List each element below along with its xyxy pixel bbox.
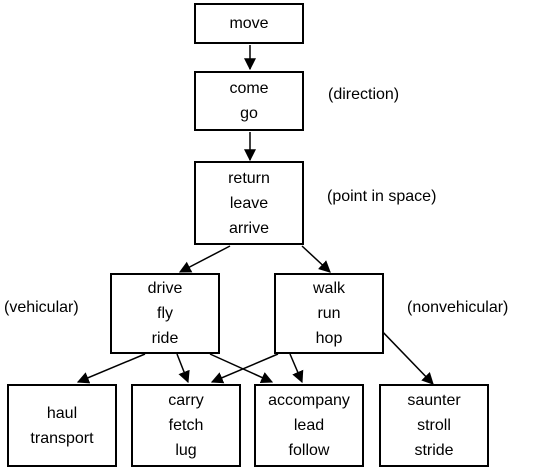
node-vehicular: drive fly ride	[110, 273, 220, 354]
node-nonvehicular: walk run hop	[274, 273, 384, 354]
edge-nonvehicular-to-accompany	[289, 353, 304, 384]
edge-vehicular-to-carry	[176, 353, 190, 384]
node-label: accompany	[268, 392, 350, 409]
node-haul: haul transport	[7, 384, 117, 467]
node-label: lug	[175, 442, 197, 459]
node-label: walk	[312, 280, 345, 297]
edge-nonvehicular-to-carry	[210, 353, 279, 384]
edge-space-to-nonvehicular	[301, 245, 331, 273]
edge-space-to-vehicular	[178, 245, 231, 273]
node-direction: come go	[194, 71, 304, 131]
node-move: move	[194, 3, 304, 44]
node-label: run	[317, 305, 341, 322]
node-label: haul	[46, 404, 78, 422]
node-label: saunter	[407, 392, 461, 409]
node-label: lead	[293, 417, 325, 434]
node-label: fly	[157, 305, 173, 322]
node-label: come	[229, 80, 269, 97]
node-label: hop	[315, 330, 343, 347]
node-label: follow	[288, 442, 330, 459]
node-carry: carry fetch lug	[131, 384, 241, 467]
node-label: stroll	[417, 417, 451, 434]
node-label: carry	[168, 392, 204, 409]
node-accompany: accompany lead follow	[254, 384, 364, 467]
node-saunter: saunter stroll stride	[379, 384, 489, 467]
annotation-vehicular: (vehicular)	[4, 299, 79, 316]
node-label: move	[229, 15, 269, 32]
node-label: fetch	[168, 417, 204, 434]
node-label: go	[240, 105, 258, 122]
node-point-in-space: return leave arrive	[194, 161, 304, 245]
node-label: drive	[147, 280, 183, 297]
node-label: return	[228, 169, 270, 187]
annotation-nonvehicular: (nonvehicular)	[407, 299, 509, 316]
node-label: ride	[151, 330, 179, 347]
annotation-point-in-space: (point in space)	[327, 188, 437, 205]
node-label: arrive	[228, 219, 269, 237]
edge-vehicular-to-accompany	[209, 353, 274, 384]
node-label: stride	[414, 442, 454, 459]
node-label: transport	[30, 429, 94, 447]
node-label: leave	[229, 194, 269, 212]
edge-vehicular-to-haul	[76, 353, 146, 384]
annotation-direction: (direction)	[328, 86, 400, 103]
